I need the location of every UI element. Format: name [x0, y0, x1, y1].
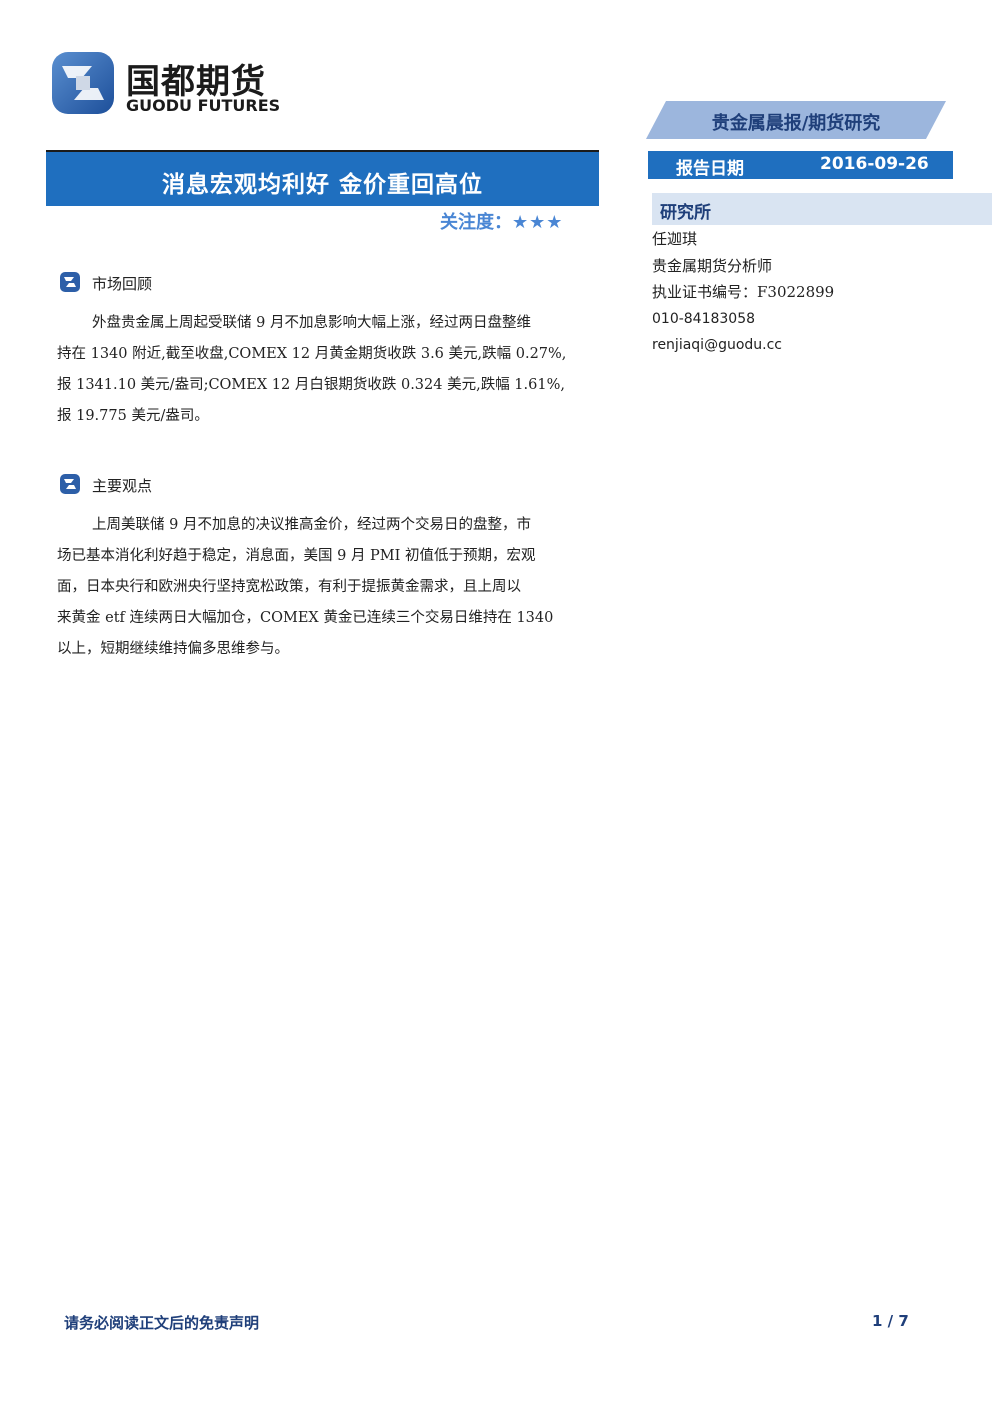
- paragraph-line: 面，日本央行和欧洲央行坚持宽松政策，有利于提振黄金需求，且上周以: [57, 579, 521, 595]
- analyst-info: 任迦琪 贵金属期货分析师 执业证书编号：F3022899 010-8418305…: [652, 226, 834, 359]
- attention-rating: 关注度：★★★: [440, 208, 563, 234]
- report-title: 消息宏观均利好 金价重回高位: [161, 171, 483, 198]
- report-date-value: 2016-09-26: [820, 154, 929, 174]
- paragraph-line: 上周美联储 9 月不加息的决议推高金价，经过两个交易日的盘整，市: [92, 517, 531, 533]
- paragraph-line: 以上，短期继续维持偏多思维参与。: [57, 641, 289, 657]
- analyst-phone: 010-84183058: [652, 310, 756, 327]
- analyst-cert-number: 执业证书编号：F3022899: [652, 283, 835, 301]
- bullet-s-icon: [60, 474, 80, 494]
- market-review-paragraph: 外盘贵金属上周起受联储 9 月不加息影响大幅上涨，经过两日盘整维 持在 1340…: [57, 308, 589, 432]
- report-category-tag: 贵金属晨报/期货研究: [646, 101, 946, 139]
- report-date-label: 报告日期: [676, 159, 744, 179]
- analyst-email-link[interactable]: renjiaqi@guodu.cc: [652, 337, 782, 353]
- paragraph-line: 来黄金 etf 连续两日大幅加仓，COMEX 黄金已连续三个交易日维持在 134…: [57, 610, 554, 626]
- logo-english-name: GUODU FUTURES: [126, 96, 281, 115]
- page-number: 1 / 7: [872, 1312, 909, 1330]
- paragraph-line: 外盘贵金属上周起受联储 9 月不加息影响大幅上涨，经过两日盘整维: [92, 315, 531, 331]
- paragraph-line: 报 19.775 美元/盎司。: [57, 408, 209, 424]
- analyst-title: 贵金属期货分析师: [652, 256, 773, 275]
- research-dept-label: 研究所: [660, 203, 711, 223]
- paragraph-line: 场已基本消化利好趋于稳定，消息面，美国 9 月 PMI 初值低于预期，宏观: [57, 548, 536, 564]
- report-category-label: 贵金属晨报/期货研究: [711, 113, 881, 134]
- analyst-name: 任迦琪: [652, 230, 698, 248]
- logo-chinese-name: 国都期货: [126, 62, 266, 102]
- section-heading-text: 市场回顾: [92, 275, 153, 293]
- report-title-bar: 消息宏观均利好 金价重回高位: [46, 150, 599, 206]
- disclaimer-note: 请务必阅读正文后的免责声明: [64, 1314, 260, 1332]
- report-date-bar: 报告日期 2016-09-26: [648, 151, 953, 179]
- bullet-s-icon: [60, 272, 80, 292]
- section-heading-text: 主要观点: [92, 477, 153, 495]
- paragraph-line: 报 1341.10 美元/盎司;COMEX 12 月白银期货收跌 0.324 美…: [57, 377, 565, 393]
- research-dept-bar: 研究所: [652, 193, 992, 225]
- guodu-logo-icon: [52, 52, 114, 114]
- company-logo: 国都期货 GUODU FUTURES: [52, 52, 292, 118]
- main-views-paragraph: 上周美联储 9 月不加息的决议推高金价，经过两个交易日的盘整，市 场已基本消化利…: [57, 510, 589, 665]
- attention-stars: ★★★: [512, 212, 564, 233]
- paragraph-line: 持在 1340 附近,截至收盘,COMEX 12 月黄金期货收跌 3.6 美元,…: [57, 346, 567, 362]
- attention-label: 关注度：: [440, 212, 512, 233]
